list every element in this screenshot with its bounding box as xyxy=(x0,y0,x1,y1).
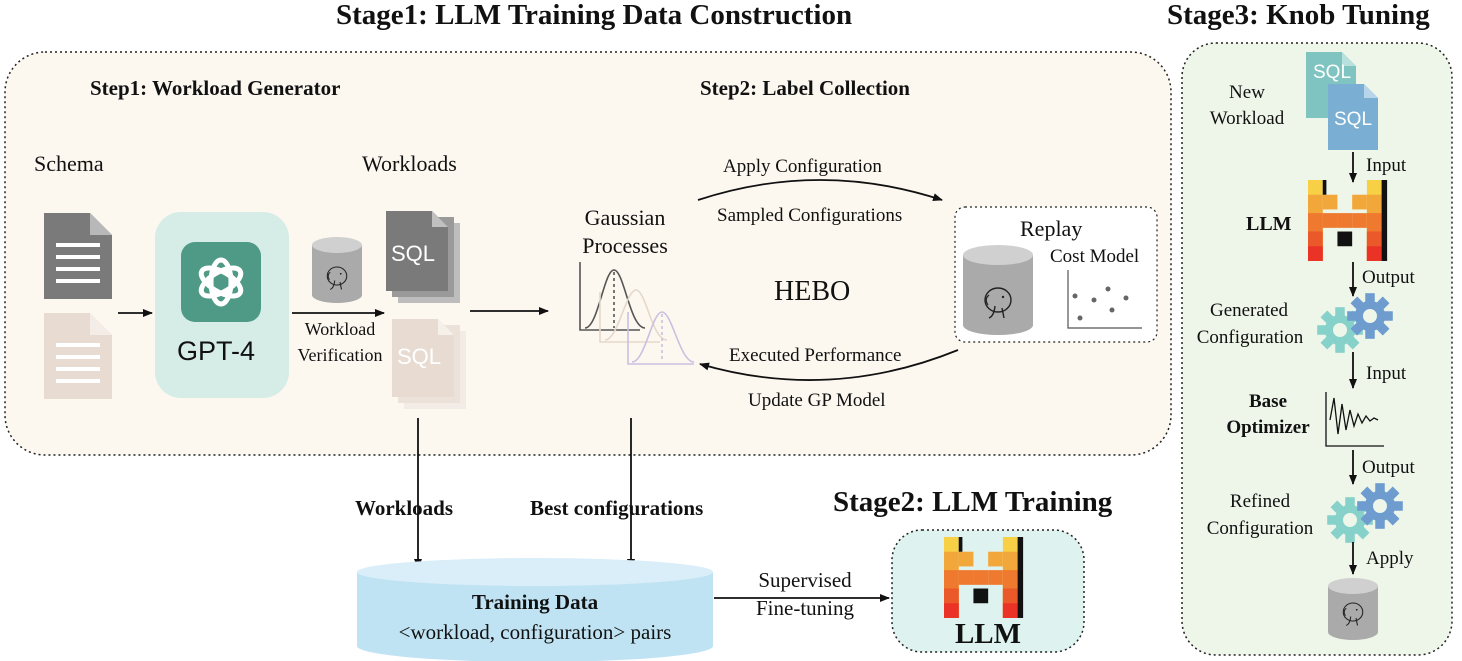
schema-document-light-icon xyxy=(44,313,112,399)
stage1-panel xyxy=(4,51,1172,456)
stage3-title: Stage3: Knob Tuning xyxy=(1167,0,1430,31)
verification-line1: Workload xyxy=(304,319,376,339)
workloads-label: Workloads xyxy=(362,151,457,176)
best-configurations-label: Best configurations xyxy=(530,496,704,520)
generated-gear-icon xyxy=(1317,293,1393,353)
update-gp-label: Update GP Model xyxy=(748,390,886,411)
training-data-title: Training Data xyxy=(471,590,599,614)
apply-label: Apply xyxy=(1366,548,1414,569)
training-data-cylinder xyxy=(357,558,713,661)
workloads-output-label: Workloads xyxy=(355,496,454,520)
sql-text-blue: SQL xyxy=(1334,109,1373,130)
stage1-title: Stage1: LLM Training Data Construction xyxy=(336,0,853,31)
apply-configuration-label: Apply Configuration xyxy=(723,156,882,177)
gaussian-curves-icon xyxy=(579,262,695,365)
arrow-apply-configuration xyxy=(697,179,943,201)
cost-model-label: Cost Model xyxy=(1050,246,1140,267)
input2-label: Input xyxy=(1366,363,1407,384)
replay-database-icon xyxy=(963,245,1033,335)
new-workload-line2: Workload xyxy=(1209,108,1285,129)
schema-document-icon xyxy=(44,213,112,299)
new-workload-sql-icon xyxy=(1306,52,1378,150)
output1-label: Output xyxy=(1362,267,1415,288)
stage3-llm-label: LLM xyxy=(1246,213,1292,235)
scatter-plot-icon xyxy=(1067,270,1142,329)
base-optimizer-line2: Optimizer xyxy=(1226,417,1310,438)
step1-title: Step1: Workload Generator xyxy=(90,76,341,100)
sql-text-teal: SQL xyxy=(1313,62,1352,83)
generated-line2: Configuration xyxy=(1196,327,1304,348)
sql-file-light-icon xyxy=(392,319,466,409)
executed-performance-label: Executed Performance xyxy=(729,345,902,366)
signal-wave-icon xyxy=(1325,392,1384,447)
verification-line2: Verification xyxy=(297,345,383,365)
output2-label: Output xyxy=(1362,457,1415,478)
refined-line1: Refined xyxy=(1229,491,1291,512)
sql-text-light: SQL xyxy=(397,344,442,369)
refined-gear-icon xyxy=(1327,483,1403,543)
gpt4-label: GPT-4 xyxy=(177,336,256,366)
stage3-database-icon xyxy=(1328,578,1378,640)
sft-line2: Fine-tuning xyxy=(756,596,854,620)
sft-line1: Supervised xyxy=(758,568,852,592)
hebo-label: HEBO xyxy=(774,276,851,307)
step2-title: Step2: Label Collection xyxy=(700,76,910,100)
sql-text-dark: SQL xyxy=(391,241,436,266)
schema-label: Schema xyxy=(34,151,104,176)
replay-label: Replay xyxy=(1020,216,1083,241)
openai-logo-icon xyxy=(181,242,261,322)
base-optimizer-line1: Base xyxy=(1249,391,1287,412)
refined-line2: Configuration xyxy=(1206,518,1314,539)
new-workload-line1: New xyxy=(1229,82,1265,103)
generated-line1: Generated xyxy=(1209,300,1289,321)
arrow-executed-performance xyxy=(699,349,959,381)
database-icon xyxy=(312,237,362,303)
training-data-subtitle: <workload, configuration> pairs xyxy=(398,620,672,644)
sql-file-dark-icon xyxy=(386,211,460,303)
gp-label-line1: Gaussian xyxy=(584,205,666,230)
gp-label-line2: Processes xyxy=(582,233,668,258)
input1-label: Input xyxy=(1366,155,1407,176)
sampled-configurations-label: Sampled Configurations xyxy=(717,205,903,226)
stage2-title: Stage2: LLM Training xyxy=(833,486,1113,518)
stage2-llm-label: LLM xyxy=(954,618,1022,650)
